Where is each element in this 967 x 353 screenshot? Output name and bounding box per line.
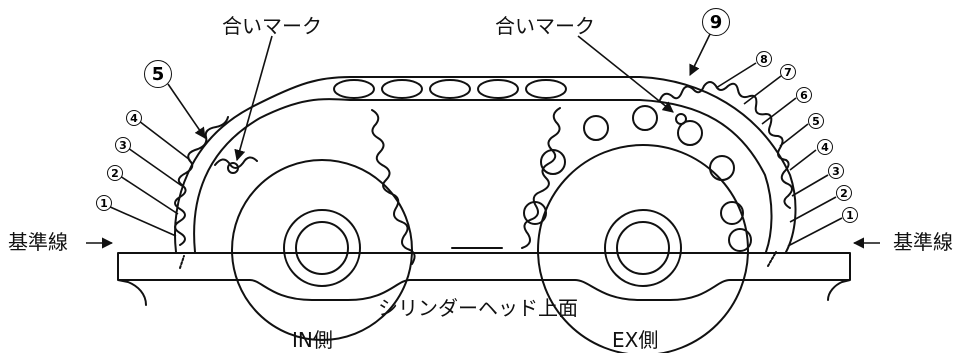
right-pin-3: 3 — [832, 164, 840, 178]
right-pin-8: 8 — [760, 52, 768, 66]
leader-right-1 — [787, 217, 843, 247]
ex-sprocket-outer — [537, 144, 749, 353]
right-pin-6-badge: 6 — [796, 87, 812, 103]
cam-chain-outer — [174, 76, 797, 253]
chain-roller — [333, 79, 375, 99]
right-pin-7-badge: 7 — [780, 64, 796, 80]
sprocket-hole — [540, 149, 566, 175]
timing-mark-label-ex: 合いマーク — [495, 14, 595, 38]
ex-sprocket-hub — [604, 209, 682, 287]
pin-number-5-badge: 5 — [144, 60, 172, 88]
pin-number-5: 5 — [151, 63, 165, 85]
sprocket-hole — [677, 120, 703, 146]
reference-line-label-right: 基準線 — [893, 230, 953, 254]
in-sprocket-hub-inner — [295, 221, 349, 275]
ex-sprocket-teeth — [521, 107, 561, 249]
sprocket-hole — [709, 155, 735, 181]
right-pin-3-badge: 3 — [828, 163, 844, 179]
right-pin-2: 2 — [840, 186, 848, 200]
sprocket-hole — [523, 201, 547, 225]
arrow-timing-mark-ex — [577, 35, 674, 113]
intake-side-label: IN側 — [292, 328, 333, 352]
sprocket-hole — [728, 228, 752, 252]
cylinder-head-block — [117, 252, 851, 306]
leader-left-3 — [127, 147, 183, 187]
chain-links-left — [174, 116, 229, 246]
right-pin-5: 5 — [812, 114, 820, 128]
ex-sprocket-hub-inner — [616, 221, 670, 275]
chain-roller — [429, 79, 471, 99]
left-pin-3: 3 — [119, 138, 127, 152]
left-pin-2: 2 — [111, 166, 119, 180]
reference-mark-left — [179, 255, 185, 269]
in-sprocket-outer — [231, 159, 413, 341]
right-pin-1-badge: 1 — [842, 207, 858, 223]
chain-roller — [477, 79, 519, 99]
exhaust-side-label: EX側 — [612, 328, 659, 352]
chain-links-right — [659, 81, 793, 209]
reference-line-label-left: 基準線 — [8, 230, 68, 254]
leader-right-5 — [779, 123, 809, 147]
right-pin-8-badge: 8 — [756, 51, 772, 67]
timing-mark-in — [227, 162, 239, 174]
leader-right-2 — [789, 196, 837, 223]
leader-left-4 — [138, 120, 191, 161]
sprocket-hole — [720, 201, 744, 225]
arrow-pin-9 — [689, 29, 713, 77]
timing-mark-label-in: 合いマーク — [222, 14, 322, 38]
sprocket-hole — [583, 115, 609, 141]
pin-number-9: 9 — [709, 11, 723, 33]
leader-right-8 — [715, 62, 757, 89]
right-pin-2-badge: 2 — [836, 185, 852, 201]
left-pin-4: 4 — [130, 111, 138, 125]
arrow-timing-mark-in — [234, 35, 273, 162]
right-pin-4: 4 — [821, 140, 829, 154]
arrow-pin-5 — [167, 83, 206, 139]
chain-roller — [381, 79, 423, 99]
chain-roller — [525, 79, 567, 99]
cam-chain-inner — [193, 98, 773, 253]
timing-mark-ex — [675, 113, 687, 125]
in-sprocket-hub — [283, 209, 361, 287]
left-pin-3-badge: 3 — [115, 137, 131, 153]
left-pin-1-badge: 1 — [96, 195, 112, 211]
right-pin-5-badge: 5 — [808, 113, 824, 129]
left-pin-4-badge: 4 — [126, 110, 142, 126]
leader-right-6 — [761, 97, 797, 125]
left-pin-1: 1 — [100, 196, 108, 210]
pin-number-9-badge: 9 — [702, 8, 730, 36]
left-pin-2-badge: 2 — [107, 165, 123, 181]
leader-left-2 — [119, 175, 179, 215]
right-pin-6: 6 — [800, 88, 808, 102]
in-sprocket-teeth — [214, 109, 416, 265]
right-pin-4-badge: 4 — [817, 139, 833, 155]
leader-left-1 — [107, 205, 177, 237]
reference-mark-right — [767, 251, 777, 267]
sprocket-hole — [632, 105, 658, 131]
cylinder-head-surface-label: シリンダーヘッド上面 — [378, 296, 578, 320]
leader-right-3 — [791, 174, 829, 197]
right-pin-7: 7 — [784, 65, 792, 79]
leader-right-4 — [789, 149, 817, 171]
leader-right-7 — [743, 75, 782, 105]
right-pin-1: 1 — [846, 208, 854, 222]
